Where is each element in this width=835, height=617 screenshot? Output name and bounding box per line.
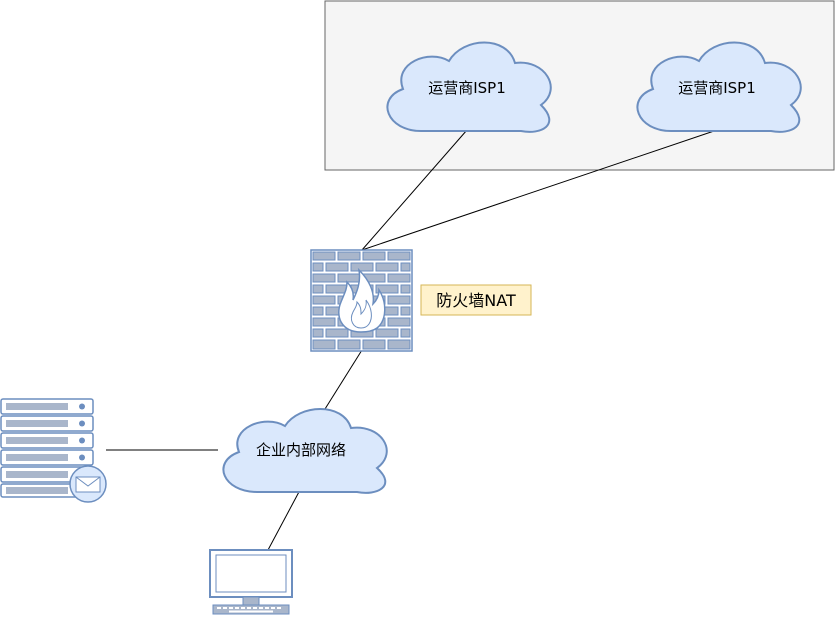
internal-network-cloud[interactable]: 企业内部网络 — [222, 408, 388, 494]
firewall-label-box: 防火墙NAT — [420, 284, 532, 316]
firewall-icon[interactable] — [310, 249, 413, 352]
isp-cloud-2[interactable]: 运营商ISP1 — [636, 41, 802, 133]
isp-cloud-1[interactable]: 运营商ISP1 — [386, 41, 552, 133]
keyboard — [212, 604, 290, 615]
server-slots — [6, 403, 85, 494]
monitor-stand — [242, 596, 260, 606]
firewall-label: 防火墙NAT — [436, 291, 516, 310]
flame-icon — [338, 267, 386, 333]
monitor-screen — [215, 554, 287, 593]
mail-server-icon[interactable] — [0, 398, 107, 503]
link-isp2-firewall — [361, 129, 718, 251]
cloud-shape — [222, 408, 388, 494]
flame-inner — [350, 299, 372, 329]
link-firewall-internal — [324, 349, 363, 410]
link-internal-pc — [267, 489, 301, 551]
internal-network-label: 企业内部网络 — [256, 441, 346, 459]
cloud-shape — [386, 41, 552, 133]
isp-cloud-1-label: 运营商ISP1 — [428, 79, 506, 97]
link-isp1-firewall — [361, 129, 468, 251]
isp-cloud-2-label: 运营商ISP1 — [678, 79, 756, 97]
desktop-pc-icon[interactable] — [209, 549, 293, 615]
connections — [106, 129, 718, 551]
cloud-shape — [636, 41, 802, 133]
envelope-icon — [75, 476, 101, 493]
